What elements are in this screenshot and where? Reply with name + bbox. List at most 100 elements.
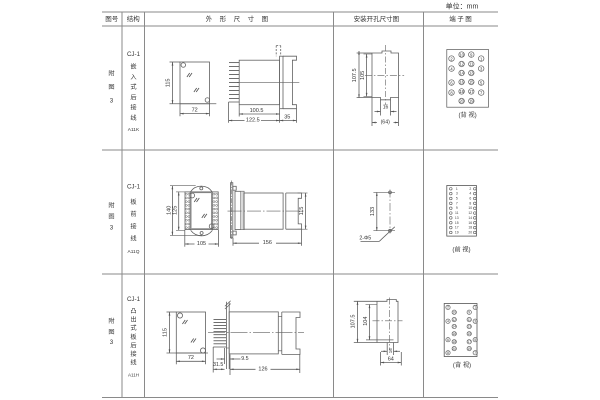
- svg-text:15: 15: [469, 80, 474, 85]
- svg-text:CJ-1: CJ-1: [127, 51, 141, 58]
- svg-text:11: 11: [455, 211, 459, 215]
- svg-text:3: 3: [480, 66, 483, 71]
- svg-text:64: 64: [388, 357, 394, 363]
- svg-text:7: 7: [480, 90, 483, 95]
- svg-text:8: 8: [450, 90, 453, 95]
- svg-text:125: 125: [173, 206, 179, 215]
- svg-text:2-Φ5: 2-Φ5: [359, 236, 371, 242]
- svg-text:126: 126: [258, 366, 267, 372]
- svg-text:3: 3: [474, 319, 476, 323]
- svg-text:14: 14: [452, 325, 456, 329]
- svg-text:入: 入: [130, 74, 136, 81]
- svg-text:5: 5: [456, 197, 458, 201]
- svg-text:13: 13: [455, 216, 459, 220]
- svg-text:(前 视): (前 视): [452, 246, 470, 254]
- svg-text:A11Q: A11Q: [128, 249, 140, 255]
- svg-text:19: 19: [469, 99, 474, 104]
- svg-text:A11H: A11H: [128, 372, 139, 377]
- svg-text:2: 2: [450, 56, 453, 61]
- svg-text:107.5: 107.5: [351, 315, 357, 329]
- svg-text:外形尺寸图: 外形尺寸图: [206, 14, 276, 23]
- svg-text:13: 13: [467, 325, 471, 329]
- svg-text:18: 18: [459, 89, 464, 94]
- svg-text:5: 5: [480, 80, 483, 85]
- svg-text:9.5: 9.5: [241, 356, 248, 362]
- svg-text:5: 5: [474, 338, 476, 342]
- svg-text:72: 72: [188, 355, 194, 361]
- svg-text:105: 105: [197, 241, 206, 247]
- svg-text:156: 156: [263, 240, 272, 246]
- svg-text:105: 105: [360, 71, 366, 80]
- svg-text:115: 115: [163, 328, 169, 337]
- svg-text:线: 线: [130, 235, 136, 243]
- svg-text:8: 8: [447, 351, 449, 355]
- svg-text:式: 式: [130, 83, 136, 91]
- svg-text:4: 4: [447, 319, 449, 323]
- svg-text:6: 6: [447, 338, 449, 342]
- svg-text:20: 20: [452, 347, 456, 351]
- svg-text:凸: 凸: [130, 308, 136, 315]
- svg-text:18: 18: [468, 226, 472, 230]
- svg-text:接: 接: [130, 222, 136, 230]
- svg-text:(背 视): (背 视): [458, 111, 476, 119]
- svg-text:100.5: 100.5: [250, 108, 264, 114]
- svg-text:20: 20: [459, 99, 464, 104]
- svg-text:19: 19: [467, 347, 471, 351]
- svg-text:前: 前: [130, 210, 136, 218]
- svg-text:(64): (64): [381, 119, 390, 125]
- svg-text:7: 7: [474, 351, 476, 355]
- svg-text:12: 12: [459, 62, 464, 67]
- svg-text:16: 16: [468, 221, 472, 225]
- svg-text:4: 4: [450, 66, 453, 71]
- svg-text:接: 接: [130, 104, 136, 112]
- svg-text:1: 1: [474, 306, 476, 310]
- svg-text:133: 133: [370, 207, 376, 216]
- svg-text:16: 16: [388, 348, 393, 353]
- svg-text:附: 附: [108, 70, 114, 78]
- svg-text:14: 14: [459, 71, 464, 76]
- svg-text:17: 17: [455, 226, 459, 230]
- svg-text:13: 13: [469, 71, 474, 76]
- svg-text:后: 后: [130, 93, 136, 101]
- svg-text:10: 10: [452, 310, 456, 314]
- svg-text:9: 9: [470, 52, 473, 57]
- svg-text:接: 接: [130, 350, 136, 358]
- svg-text:6: 6: [450, 80, 453, 85]
- svg-text:7: 7: [456, 201, 458, 205]
- svg-text:3: 3: [456, 192, 458, 196]
- svg-text:17: 17: [469, 89, 474, 94]
- svg-text:19: 19: [455, 230, 459, 234]
- svg-text:线: 线: [130, 359, 136, 367]
- svg-text:1: 1: [456, 187, 458, 191]
- svg-text:18: 18: [452, 340, 456, 344]
- svg-text:12: 12: [468, 211, 472, 215]
- svg-text:16: 16: [459, 80, 464, 85]
- svg-text:图号: 图号: [105, 15, 119, 23]
- svg-text:3: 3: [110, 98, 114, 105]
- svg-text:端子图: 端子图: [449, 14, 473, 23]
- svg-text:图: 图: [108, 84, 114, 91]
- svg-text:10: 10: [459, 52, 464, 57]
- svg-text:140: 140: [166, 206, 172, 215]
- svg-text:附: 附: [108, 202, 114, 210]
- svg-text:9: 9: [456, 206, 458, 210]
- svg-text:16: 16: [383, 105, 389, 111]
- svg-text:嵌: 嵌: [130, 64, 136, 71]
- svg-text:板: 板: [130, 333, 136, 341]
- svg-text:式: 式: [130, 324, 136, 332]
- svg-text:后: 后: [130, 341, 136, 349]
- svg-text:出: 出: [130, 316, 136, 324]
- svg-text:72: 72: [192, 107, 198, 113]
- svg-text:104: 104: [363, 317, 369, 326]
- svg-text:11: 11: [468, 318, 472, 322]
- svg-text:附: 附: [108, 317, 114, 325]
- svg-text:3: 3: [110, 339, 114, 346]
- svg-text:15: 15: [467, 332, 471, 336]
- svg-text:(背 视): (背 视): [453, 361, 471, 369]
- svg-text:CJ-1: CJ-1: [127, 183, 141, 190]
- svg-text:35: 35: [284, 114, 290, 120]
- svg-text:15: 15: [455, 221, 459, 225]
- svg-text:107.5: 107.5: [352, 68, 358, 82]
- svg-text:115: 115: [299, 207, 305, 216]
- svg-text:16: 16: [452, 332, 456, 336]
